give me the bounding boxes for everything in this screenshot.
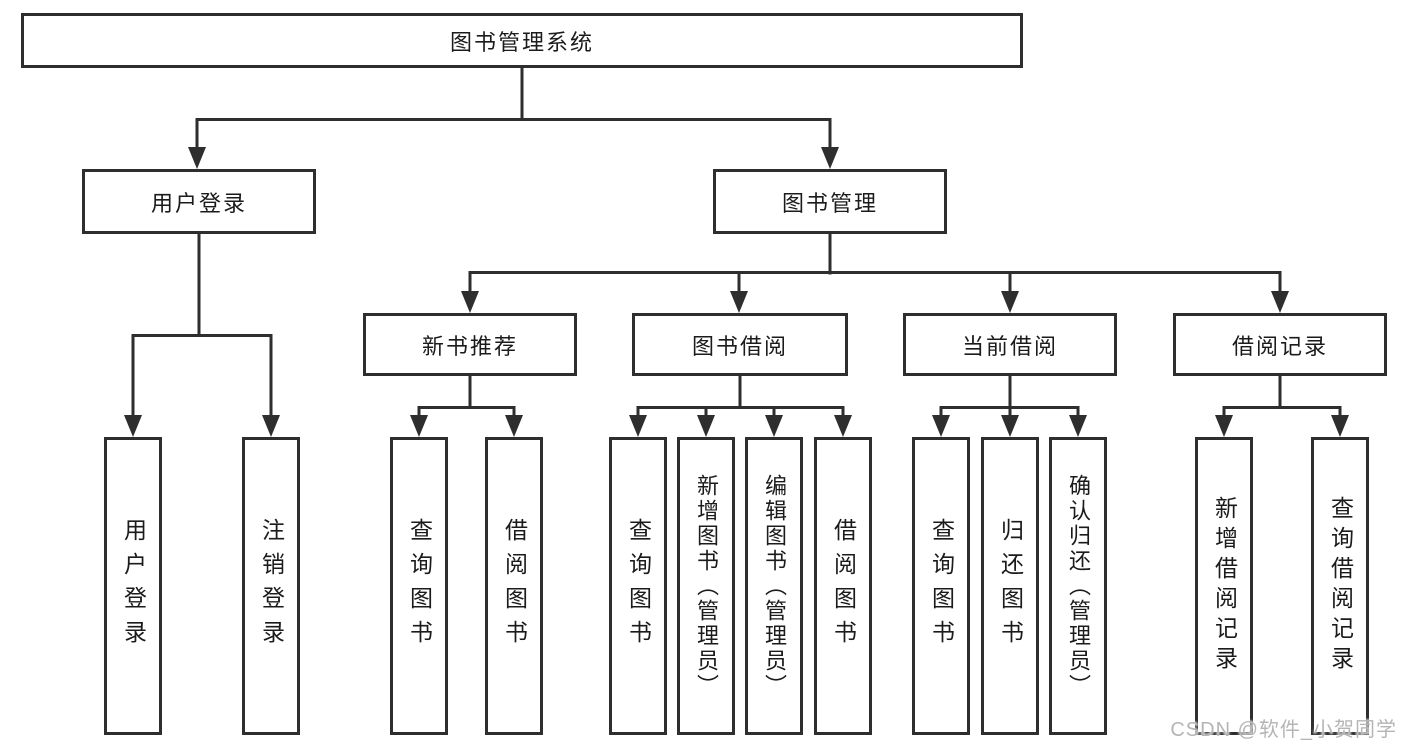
leaf-borrow-books: 借阅图书 <box>814 437 872 735</box>
node-label: 当前借阅 <box>961 333 1058 359</box>
edge-records-to-leaves <box>1222 376 1342 419</box>
leaf-add-books-admin: 新增图书（管理员） <box>677 437 735 735</box>
leaf-query-borrow-record: 查询借阅记录 <box>1311 437 1369 735</box>
arrow-down-icon <box>1215 415 1233 437</box>
leaf-add-borrow-record: 新增借阅记录 <box>1195 437 1253 735</box>
arrow-down-icon <box>1271 291 1289 313</box>
edge-borrow-to-leaves <box>636 376 845 419</box>
leaf-query-books-current: 查询图书 <box>912 437 970 735</box>
arrow-down-icon <box>834 415 852 437</box>
node-book-borrow: 图书借阅 <box>632 313 848 376</box>
edge-mgmt-to-level3 <box>468 234 1282 295</box>
arrow-down-icon <box>124 415 142 437</box>
arrow-down-icon <box>932 415 950 437</box>
arrow-down-icon <box>1001 291 1019 313</box>
node-label: 归还图书 <box>997 518 1024 654</box>
node-current-borrow: 当前借阅 <box>903 313 1117 376</box>
node-label: 借阅图书 <box>830 518 857 654</box>
leaf-edit-books-admin: 编辑图书（管理员） <box>745 437 803 735</box>
arrow-down-icon <box>262 415 280 437</box>
leaf-confirm-return-admin: 确认归还（管理员） <box>1049 437 1107 735</box>
node-label: 图书管理 <box>781 190 878 216</box>
node-label: 查询图书 <box>625 518 652 654</box>
node-label: 用户登录 <box>120 518 147 654</box>
node-book-management: 图书管理 <box>713 169 947 234</box>
arrow-down-icon <box>410 415 428 437</box>
arrow-down-icon <box>629 415 647 437</box>
arrow-down-icon <box>188 147 206 169</box>
arrowheads <box>124 147 1349 437</box>
arrow-down-icon <box>730 291 748 313</box>
node-label: 查询图书 <box>406 518 433 654</box>
leaf-query-books-recommend: 查询图书 <box>390 437 448 735</box>
node-label: 注销登录 <box>258 518 285 654</box>
node-label: 查询图书 <box>928 518 955 654</box>
node-label: 借阅图书 <box>501 518 528 654</box>
node-label: 用户登录 <box>150 190 247 216</box>
node-label: 编辑图书（管理员） <box>762 473 787 699</box>
node-label: 借阅记录 <box>1231 333 1328 359</box>
node-new-book-recommend: 新书推荐 <box>363 313 577 376</box>
node-borrow-records: 借阅记录 <box>1173 313 1387 376</box>
leaf-borrow-books-recommend: 借阅图书 <box>485 437 543 735</box>
node-label: 新书推荐 <box>421 333 518 359</box>
edge-current-to-leaves <box>939 376 1080 419</box>
node-label: 图书管理系统 <box>449 29 594 55</box>
arrow-down-icon <box>505 415 523 437</box>
node-system-root: 图书管理系统 <box>21 13 1023 68</box>
leaf-query-books-borrow: 查询图书 <box>609 437 667 735</box>
leaf-user-login: 用户登录 <box>104 437 162 735</box>
edge-recommend-to-leaves <box>417 376 516 419</box>
edge-root-to-level2 <box>195 68 832 152</box>
edge-login-to-leaves <box>131 233 273 419</box>
arrow-down-icon <box>697 415 715 437</box>
arrow-down-icon <box>821 147 839 169</box>
arrow-down-icon <box>1331 415 1349 437</box>
node-label: 图书借阅 <box>691 333 788 359</box>
arrow-down-icon <box>1001 415 1019 437</box>
leaf-logout: 注销登录 <box>242 437 300 735</box>
node-label: 新增借阅记录 <box>1211 496 1238 676</box>
node-label: 确认归还（管理员） <box>1066 473 1091 699</box>
watermark: CSDN @软件_小贺同学 <box>1170 719 1397 741</box>
arrow-down-icon <box>461 291 479 313</box>
leaf-return-books: 归还图书 <box>981 437 1039 735</box>
node-label: 查询借阅记录 <box>1327 496 1354 676</box>
node-label: 新增图书（管理员） <box>694 473 719 699</box>
arrow-down-icon <box>765 415 783 437</box>
arrow-down-icon <box>1069 415 1087 437</box>
node-user-login: 用户登录 <box>82 169 316 234</box>
